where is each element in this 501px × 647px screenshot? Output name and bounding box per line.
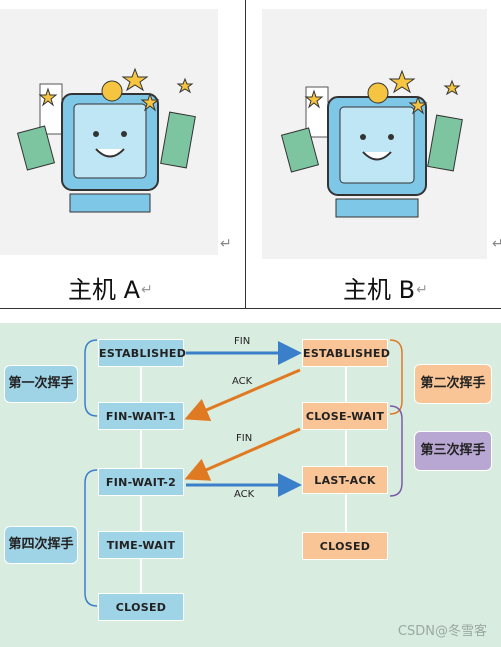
host-a-label: 主机 A↵ <box>68 276 153 304</box>
step-label-4: 第四次挥手 <box>4 526 78 564</box>
watermark: CSDN@冬雪客 <box>397 624 487 639</box>
host-b-label: 主机 B↵ <box>343 276 428 304</box>
state-left-fin-wait-1: FIN-WAIT-1 <box>98 402 184 430</box>
table-divider <box>245 0 246 309</box>
state-right-established: ESTABLISHED <box>302 339 390 367</box>
step-label-3: 第三次挥手 <box>414 431 492 471</box>
cartoon-computer-icon <box>280 69 463 218</box>
return-mark-icon: ↵ <box>220 236 232 252</box>
state-left-established: ESTABLISHED <box>98 339 186 367</box>
state-right-closed: CLOSED <box>302 532 388 560</box>
state-left-time-wait: TIME-WAIT <box>98 531 184 559</box>
arrow-label-ack-1: ACK <box>232 376 253 387</box>
cartoon-computer-icon <box>16 67 196 213</box>
state-left-closed: CLOSED <box>98 593 184 621</box>
host-a-image <box>0 9 218 255</box>
arrow-label-fin-1: FIN <box>234 336 251 347</box>
return-mark-icon: ↵ <box>492 236 501 252</box>
step-label-2: 第二次挥手 <box>414 364 492 404</box>
arrow-label-fin-2: FIN <box>236 433 253 444</box>
table-border <box>0 308 501 309</box>
host-b-image <box>262 9 487 259</box>
host-images-panel: ↵ ↵ 主机 A↵ 主机 B↵ <box>0 0 501 323</box>
state-left-fin-wait-2: FIN-WAIT-2 <box>98 468 184 496</box>
state-right-last-ack: LAST-ACK <box>302 466 388 494</box>
state-right-close-wait: CLOSE-WAIT <box>302 402 388 430</box>
arrow-label-ack-2: ACK <box>234 489 255 500</box>
tcp-four-way-handshake-diagram: ESTABLISHED FIN-WAIT-1 FIN-WAIT-2 TIME-W… <box>0 323 501 647</box>
step-label-1: 第一次挥手 <box>4 365 78 403</box>
